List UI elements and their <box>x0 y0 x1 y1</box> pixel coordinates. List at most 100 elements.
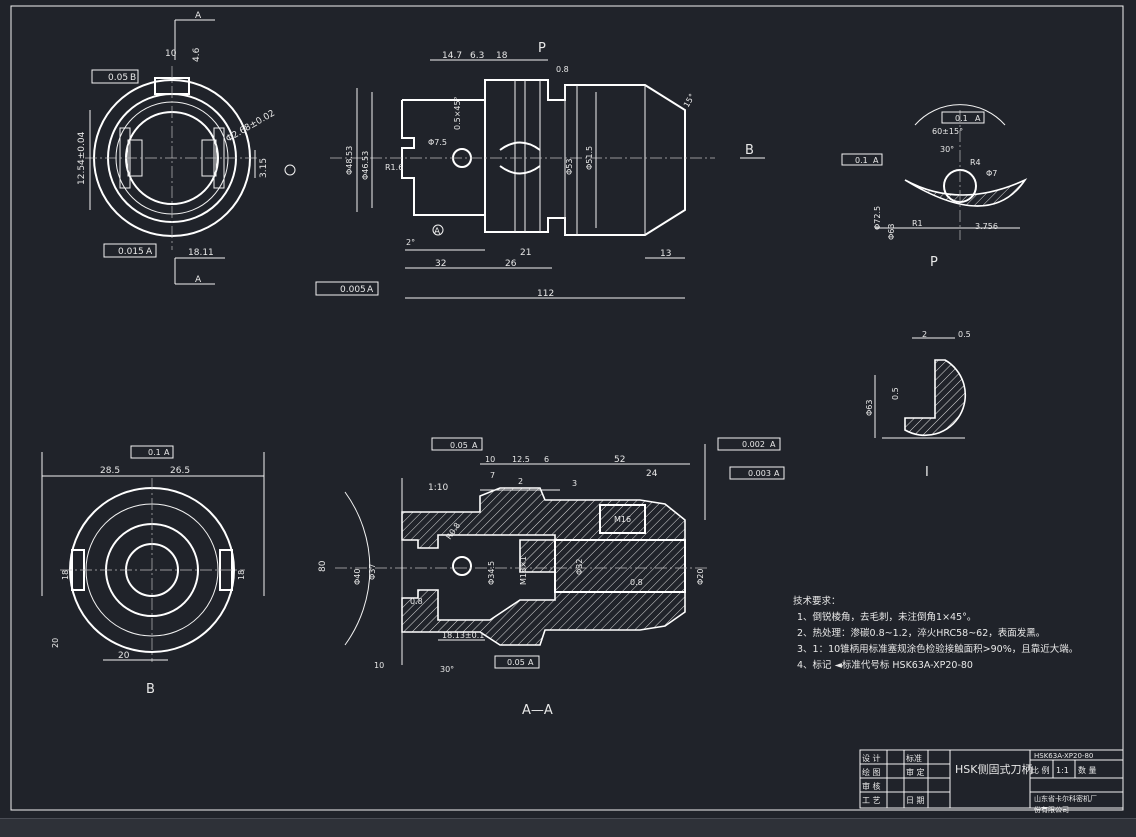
s-dim-10-bottom: 10 <box>374 661 384 670</box>
tol-runout: 0.005 <box>340 285 366 295</box>
s-angle-80: 80 <box>318 560 328 572</box>
s-dim-12-5: 12.5 <box>512 455 530 464</box>
i-phi-63: Φ63 <box>865 400 874 416</box>
p-tol-2-datum: A <box>873 156 879 165</box>
label-b-arrow: B <box>745 143 754 158</box>
front-left-view[interactable]: A A 18.11 12.54±0.04 0.05 B 0.015 A 10 4… <box>77 11 296 285</box>
s-tol-2-datum: A <box>528 658 534 667</box>
s-dim-6: 6 <box>544 455 549 464</box>
p-tol-1: 0.1 <box>955 114 968 123</box>
s-tol-3: 0.002 <box>742 440 765 449</box>
tb-label-process: 工 艺 <box>862 796 881 805</box>
p-r1: R1 <box>912 219 923 228</box>
tol-position: 0.015 <box>118 247 144 257</box>
s-phi-34-5: Φ34.5 <box>487 561 496 585</box>
s-phi-40: Φ40 <box>353 569 362 585</box>
p-tol-2: 0.1 <box>855 156 868 165</box>
dim-21: 21 <box>520 248 531 258</box>
dim-112: 112 <box>537 289 554 299</box>
tb-label-draw: 绘 图 <box>862 767 881 777</box>
s-taper-1-10: 1:10 <box>428 483 448 493</box>
label-a-bottom: A <box>195 275 202 285</box>
view-b[interactable]: B 0.1 A 28.5 26.5 18 18 20 20 <box>41 445 265 697</box>
notes-title: 技术要求： <box>793 595 841 607</box>
p-tol-1-datum: A <box>975 114 981 123</box>
label-p: P <box>538 41 546 56</box>
technical-notes: 技术要求： 1、倒锐棱角，去毛刺，未注倒角1×45°。 2、热处理：渗碳0.8~… <box>793 595 1078 671</box>
dim-26: 26 <box>505 259 517 269</box>
p-phi-7: Φ7 <box>986 169 997 178</box>
p-phi-63: Φ63 <box>887 224 896 240</box>
tb-company-2: 份有限公司 <box>1034 805 1069 814</box>
s-phi-20: Φ20 <box>696 569 705 585</box>
section-aa-view[interactable]: A—A 0.05 A 10 12.5 6 52 7 2 3 24 1:10 R0… <box>318 437 785 718</box>
i-dim-0-5a: 0.5 <box>958 330 971 339</box>
s-dim-52: 52 <box>614 455 625 465</box>
notes-line-3: 3、1：10锥柄用标准塞规涂色检验接触面积>90%，且靠近大端。 <box>797 643 1078 655</box>
s-tol-4: 0.003 <box>748 469 771 478</box>
b-dim-18-left: 18 <box>61 570 70 580</box>
s-dim-3: 3 <box>572 479 577 488</box>
tb-label-design: 设 计 <box>862 753 881 763</box>
dim-r1-6: R1.6 <box>385 163 403 172</box>
s-m18x1: M18×1 <box>519 556 528 585</box>
s-dim-18-13: 18.13±0.1 <box>442 631 484 640</box>
i-dim-0-5b: 0.5 <box>891 387 900 400</box>
tol-datum-a: A <box>146 247 153 257</box>
s-tol-3-datum: A <box>770 440 776 449</box>
main-elevation-view[interactable]: 14.7 6.3 18 P 0.8 Φ48.53 Φ46.53 Φ7.5 0.5… <box>315 41 765 299</box>
tb-scale-value: 1:1 <box>1056 766 1069 775</box>
dim-phi-2-68: Φ2.68±0.02 <box>225 109 277 145</box>
sheet-border <box>10 5 1124 811</box>
p-phi-72-5: Φ72.5 <box>873 206 882 230</box>
dim-phi-7-5: Φ7.5 <box>428 138 447 147</box>
dim-6-3: 6.3 <box>470 51 484 61</box>
datum-a-main: A <box>434 227 441 237</box>
detail-p-view[interactable]: P 0.1 A 60±15° 30° R4 Φ7 0.1 A Φ72.5 Φ63… <box>841 104 1028 270</box>
detail-p-title: P <box>930 255 938 270</box>
tb-company-1: 山东省卡尔科密机厂 <box>1034 794 1097 803</box>
p-angle-30: 30° <box>940 145 954 154</box>
b-dim-18-right: 18 <box>237 570 246 580</box>
dim-32: 32 <box>435 259 446 269</box>
title-block[interactable]: 设 计 标准 绘 图 审 定 审 核 工 艺 日 期 HSK侧固式刀柄 HSK6… <box>859 749 1124 814</box>
notes-line-2: 2、热处理：渗碳0.8~1.2，淬火HRC58~62，表面发黑。 <box>797 627 1045 639</box>
tb-label-date: 日 期 <box>906 796 925 805</box>
s-rough-0-8: 0.8 <box>410 597 423 606</box>
section-aa-title: A—A <box>522 703 553 718</box>
dim-10: 10 <box>165 49 177 59</box>
s-dim-24: 24 <box>646 469 658 479</box>
p-angle-60: 60±15° <box>932 127 963 136</box>
s-m16: M16 <box>614 515 631 524</box>
detail-i-view[interactable]: I 2 0.5 Φ63 0.5 <box>865 330 971 480</box>
s-phi-37: Φ37 <box>368 564 377 580</box>
dim-13: 13 <box>660 249 671 259</box>
b-tol-datum: A <box>164 448 170 457</box>
dim-angle-15: 15° <box>682 92 697 109</box>
dim-angle-2: 2° <box>406 238 415 247</box>
tb-label-approve: 审 定 <box>906 767 925 777</box>
view-b-title: B <box>146 682 155 697</box>
dim-4-6: 4.6 <box>192 47 202 62</box>
tb-part-name: HSK侧固式刀柄 <box>955 763 1032 776</box>
drawing-sheet: A A 18.11 12.54±0.04 0.05 B 0.015 A 10 4… <box>10 5 1124 814</box>
b-tol: 0.1 <box>148 448 161 457</box>
s-tol-4-datum: A <box>774 469 780 478</box>
b-dim-20-bottom: 20 <box>118 651 130 661</box>
dim-14-7: 14.7 <box>442 51 462 61</box>
tb-label-review: 审 核 <box>862 781 881 791</box>
s-angle-30: 30° <box>440 665 454 674</box>
tol-datum-b: B <box>130 73 136 83</box>
s-dim-7: 7 <box>490 471 495 480</box>
s-tol-1: 0.05 <box>450 441 468 450</box>
label-a-top: A <box>195 11 202 21</box>
s-dim-2: 2 <box>518 477 523 486</box>
b-dim-28-5: 28.5 <box>100 466 120 476</box>
roughness-0-8: 0.8 <box>556 65 569 74</box>
dim-phi-51-5: Φ51.5 <box>585 146 594 170</box>
dim-18-11: 18.11 <box>188 248 214 258</box>
tb-scale-label: 比 例 <box>1031 765 1050 775</box>
dim-chamfer: 0.5×45° <box>453 96 462 130</box>
tb-part-code: HSK63A-XP20-80 <box>1034 752 1093 760</box>
